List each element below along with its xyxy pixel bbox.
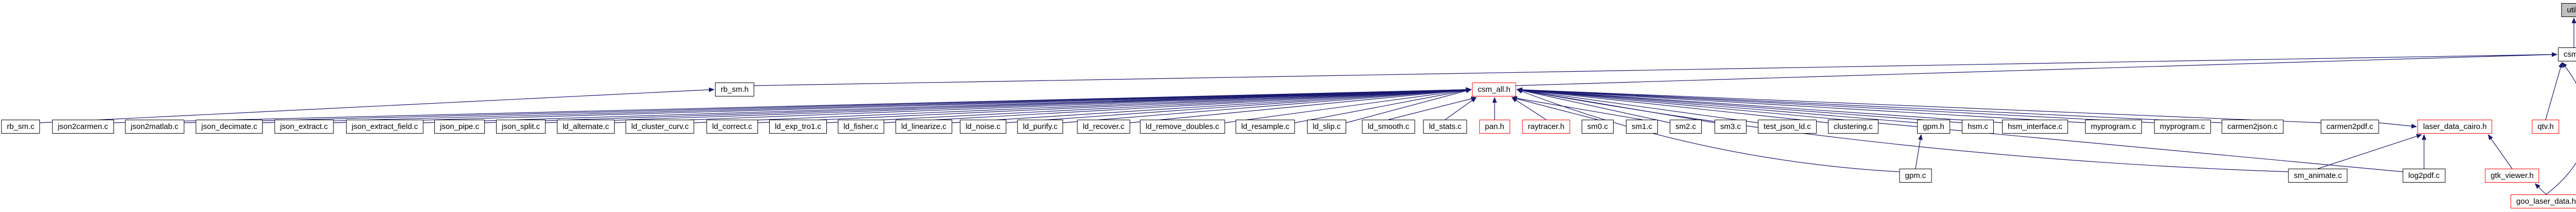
graph-node-gpm-h[interactable]: gpm.h bbox=[1917, 120, 1950, 134]
graph-node-json-pipe-c[interactable]: json_pipe.c bbox=[434, 120, 485, 134]
graph-node-rb-sm-h[interactable]: rb_sm.h bbox=[715, 83, 755, 96]
graph-node-json2matlab-c[interactable]: json2matlab.c bbox=[125, 120, 184, 134]
graph-node-json-split-c[interactable]: json_split.c bbox=[496, 120, 546, 134]
graph-node-ld-smooth-c[interactable]: ld_smooth.c bbox=[1362, 120, 1415, 134]
graph-node-clustering-c[interactable]: clustering.c bbox=[1828, 120, 1878, 134]
graph-node-ld-noise-c[interactable]: ld_noise.c bbox=[960, 120, 1006, 134]
graph-node-ld-fisher-c[interactable]: ld_fisher.c bbox=[838, 120, 884, 134]
graph-node-ld-exp-tro1-c[interactable]: ld_exp_tro1.c bbox=[769, 120, 827, 134]
graph-node-pan-h[interactable]: pan.h bbox=[1479, 120, 1510, 134]
graph-node-ld-recover-c[interactable]: ld_recover.c bbox=[1077, 120, 1130, 134]
graph-node-ld-resample-c[interactable]: ld_resample.c bbox=[1235, 120, 1295, 134]
graph-node-myprogram-c-1[interactable]: myprogram.c bbox=[2085, 120, 2142, 134]
graph-node-ld-purify-c[interactable]: ld_purify.c bbox=[1017, 120, 1063, 134]
graph-node-sm2-c[interactable]: sm2.c bbox=[1669, 120, 1702, 134]
graph-node-myprogram-c-2[interactable]: myprogram.c bbox=[2154, 120, 2211, 134]
graph-node-ld-linearize-c[interactable]: ld_linearize.c bbox=[895, 120, 952, 134]
graph-node-gtk-viewer-h[interactable]: gtk_viewer.h bbox=[2485, 169, 2539, 183]
graph-node-sm0-c[interactable]: sm0.c bbox=[1581, 120, 1614, 134]
graph-node-rb-sm-c[interactable]: rb_sm.c bbox=[1, 120, 40, 134]
graph-node-test-json-ld-c[interactable]: test_json_ld.c bbox=[1758, 120, 1817, 134]
graph-node-gpm-c[interactable]: gpm.c bbox=[1899, 169, 1932, 183]
graph-node-raytracer-h[interactable]: raytracer.h bbox=[1522, 120, 1570, 134]
graph-node-json2carmen-c[interactable]: json2carmen.c bbox=[52, 120, 114, 134]
graph-node-ld-remove-doubles-c[interactable]: ld_remove_doubles.c bbox=[1140, 120, 1225, 134]
graph-node-sm-animate-c[interactable]: sm_animate.c bbox=[2288, 169, 2348, 183]
graph-node-carmen2pdf-c[interactable]: carmen2pdf.c bbox=[2320, 120, 2379, 134]
graph-node-laser-data-cairo-h[interactable]: laser_data_cairo.h bbox=[2417, 120, 2493, 134]
graph-node-qtv-h[interactable]: qtv.h bbox=[2532, 120, 2560, 134]
graph-node-sm1-c[interactable]: sm1.c bbox=[1625, 120, 1658, 134]
graph-node-ld-correct-c[interactable]: ld_correct.c bbox=[706, 120, 758, 134]
graph-node-sm3-c[interactable]: sm3.c bbox=[1714, 120, 1747, 134]
graph-node-utils-h[interactable]: utils.h bbox=[2561, 3, 2576, 17]
graph-node-ld-stats-c[interactable]: ld_stats.c bbox=[1423, 120, 1467, 134]
graph-node-hsm-c[interactable]: hsm.c bbox=[1961, 120, 1994, 134]
graph-node-hsm-interface-c[interactable]: hsm_interface.c bbox=[2002, 120, 2068, 134]
graph-node-ld-cluster-curv-c[interactable]: ld_cluster_curv.c bbox=[625, 120, 694, 134]
graph-node-goo-laser-data-h[interactable]: goo_laser_data.h bbox=[2511, 194, 2576, 208]
graph-node-csm-all-h[interactable]: csm_all.h bbox=[1472, 83, 1516, 96]
graph-node-csm-h[interactable]: csm.h bbox=[2557, 47, 2576, 61]
graph-node-carmen2json-c[interactable]: carmen2json.c bbox=[2222, 120, 2283, 134]
graph-node-json-extract-field-c[interactable]: json_extract_field.c bbox=[346, 120, 424, 134]
graph-node-ld-slip-c[interactable]: ld_slip.c bbox=[1307, 120, 1347, 134]
graph-node-json-extract-c[interactable]: json_extract.c bbox=[274, 120, 334, 134]
graph-node-log2pdf-c[interactable]: log2pdf.c bbox=[2402, 169, 2446, 183]
graph-node-json-decimate-c[interactable]: json_decimate.c bbox=[195, 120, 263, 134]
graph-node-ld-alternate-c[interactable]: ld_alternate.c bbox=[556, 120, 615, 134]
